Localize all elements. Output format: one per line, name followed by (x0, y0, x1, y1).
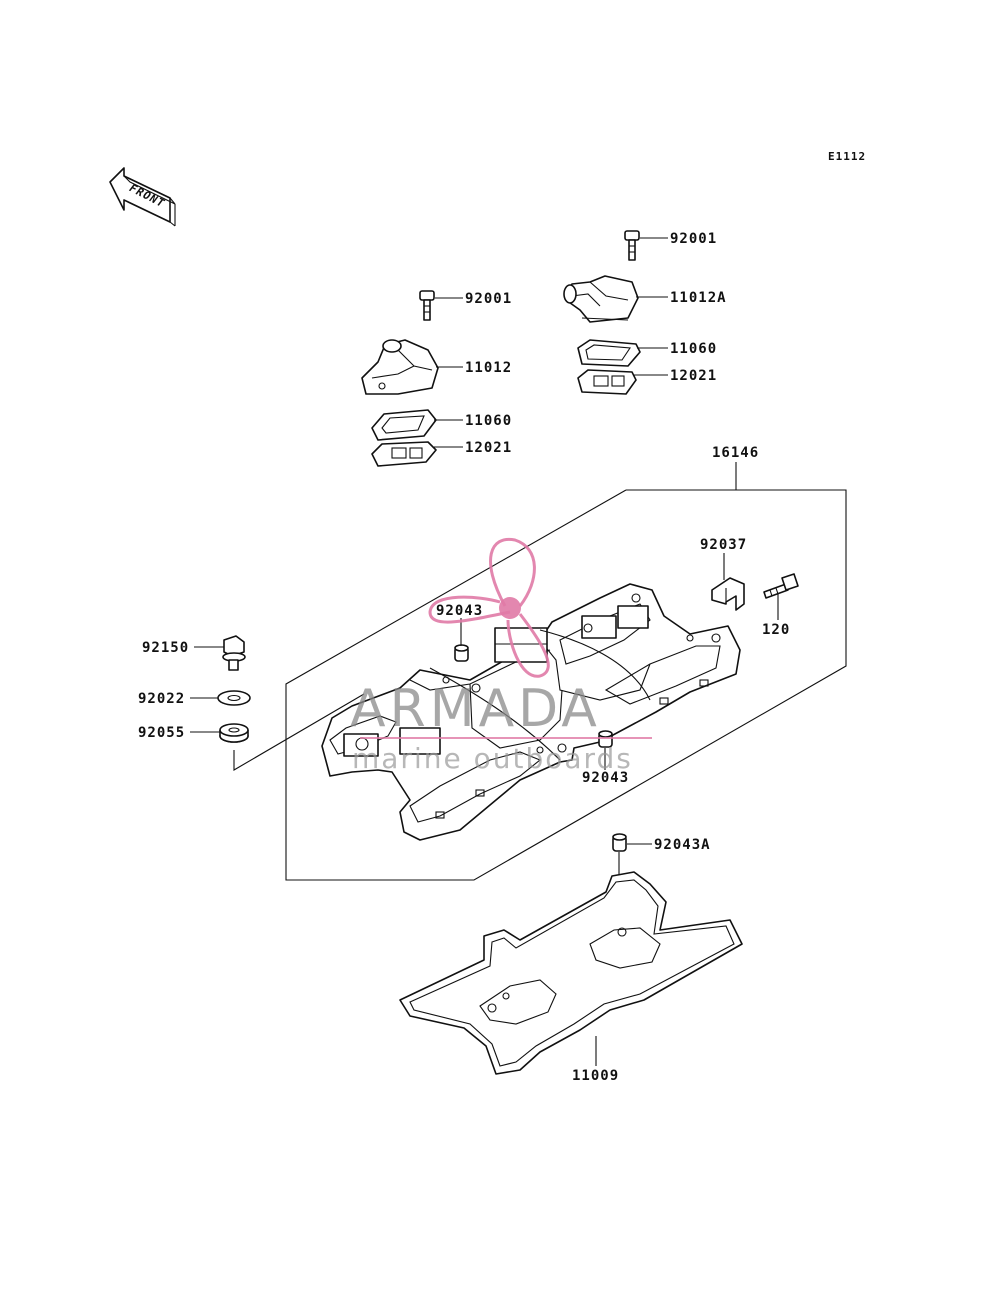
label-12021-right: 12021 (670, 368, 717, 384)
gasket-11060-left (371, 409, 437, 441)
washer-92022 (217, 690, 251, 706)
label-92001-top: 92001 (670, 231, 717, 247)
breather-cover-11012 (361, 339, 439, 395)
grommet-92055 (219, 723, 249, 743)
plate-12021-left (371, 441, 437, 467)
watermark-brand: ARMADA (350, 679, 601, 739)
label-92001-left: 92001 (465, 291, 512, 307)
label-12021-left: 12021 (465, 440, 512, 456)
dowel-92043A (612, 833, 627, 852)
label-11012: 11012 (465, 360, 512, 376)
front-arrow-icon: FRONT (109, 167, 176, 227)
dowel-92043-upper (454, 644, 469, 662)
diagram-code: E1112 (828, 150, 866, 163)
label-16146: 16146 (712, 445, 759, 461)
label-11012A: 11012A (670, 290, 727, 306)
assembly-outline-16146 (285, 489, 847, 881)
bolt-92001-left (419, 290, 435, 321)
gasket-11060-right (577, 339, 641, 367)
plate-12021-right (577, 369, 637, 395)
bolt-92150 (222, 635, 246, 671)
label-92037: 92037 (700, 537, 747, 553)
label-92150: 92150 (142, 640, 189, 656)
gasket-11009 (399, 871, 743, 1075)
cylinder-head-cover (321, 583, 741, 841)
label-92043-upper: 92043 (436, 603, 483, 619)
label-11060-right: 11060 (670, 341, 717, 357)
label-11009: 11009 (572, 1068, 619, 1084)
bolt-120 (763, 573, 799, 599)
label-92055: 92055 (138, 725, 185, 741)
watermark-logo-icon (428, 537, 550, 678)
label-92043A: 92043A (654, 837, 711, 853)
watermark-tagline: marine outboards (352, 742, 633, 775)
label-92022: 92022 (138, 691, 185, 707)
breather-cover-11012A (563, 275, 639, 323)
label-11060-left: 11060 (465, 413, 512, 429)
label-120: 120 (762, 622, 790, 638)
clamp-92037 (711, 577, 745, 611)
bolt-92001-top (624, 230, 640, 261)
label-92043-lower: 92043 (582, 770, 629, 786)
